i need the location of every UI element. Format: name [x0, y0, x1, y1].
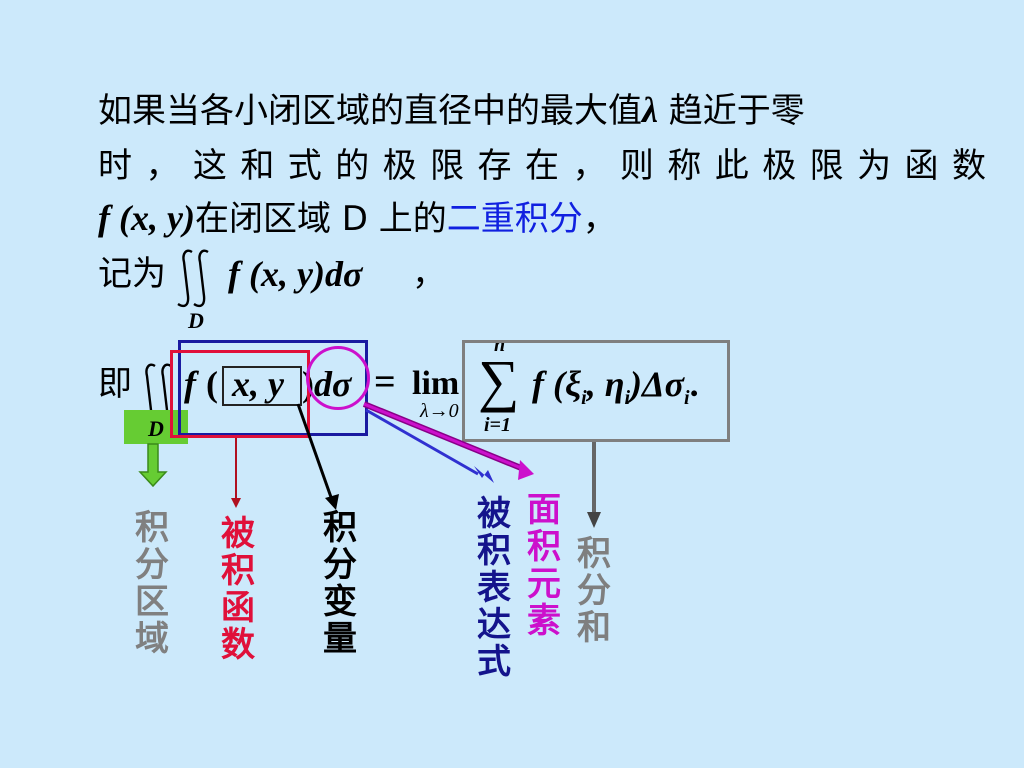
formula-lim: lim: [412, 365, 460, 402]
sum-expression: f (ξi, ηi)Δσi.: [532, 362, 699, 420]
line3-mid: 在闭区域: [194, 199, 331, 239]
sum-delta-sigma: )Δσ: [630, 364, 685, 404]
lambda-symbol: λ: [642, 90, 658, 130]
text-line-3: f (x, y)在闭区域 D 上的二重积分，: [98, 196, 617, 241]
line3-domain-d: D: [341, 199, 368, 239]
text-line-4-prefix: 记为: [98, 254, 166, 294]
line1-tail: 趋近于零: [668, 91, 805, 131]
text-line-1: 如果当各小闭区域的直径中的最大值λ 趋近于零: [98, 88, 805, 133]
double-integral-link[interactable]: 二重积分: [446, 199, 583, 239]
label-integrand-function: 被积函数: [221, 514, 255, 665]
sum-eta-index: i: [624, 387, 631, 410]
label-integral-sum: 积分和: [577, 534, 611, 648]
line3-tail: 上的: [378, 199, 447, 239]
integral-sum-box: [462, 340, 730, 442]
domain-arrow: [138, 443, 168, 488]
formula-period: .: [689, 364, 699, 404]
sum-upper-limit: n: [494, 334, 506, 356]
formula-f: f: [184, 364, 196, 404]
domain-box: [124, 410, 188, 444]
variable-arrow: [296, 403, 334, 501]
sum-eta: , η: [586, 364, 625, 404]
expression-arrow: [365, 408, 479, 476]
variables-box: [222, 366, 302, 406]
integrand-function-box: [170, 350, 310, 438]
sum-sigma-index: i: [684, 387, 690, 410]
integral-subscript-d-1: D: [188, 308, 204, 333]
line1-text: 如果当各小闭区域的直径中的最大值: [98, 91, 642, 131]
sigma-sum-icon: ∑: [478, 348, 520, 413]
sum-f-xi: f (ξ: [532, 364, 582, 404]
line3-comma: ，: [582, 199, 617, 239]
label-integrand-expression: 被积表达式: [477, 494, 511, 682]
function-fxy: f (x, y): [98, 198, 195, 238]
formula-prefix: 即: [98, 364, 132, 404]
area-element-circle: [306, 346, 370, 410]
sum-lower-limit: i=1: [484, 414, 511, 436]
formula-lim-subscript: λ→0: [420, 400, 459, 422]
label-integration-variable: 积分变量: [323, 508, 357, 659]
label-area-element: 面积元素: [527, 490, 561, 641]
double-integral-sign-1: [177, 249, 209, 308]
text-line-2: 时，这和式的极限存在，则称此极限为函数: [98, 146, 988, 186]
integral-subscript-d-2: D: [148, 416, 164, 441]
sum-xi-index: i: [581, 387, 587, 410]
line4-comma: ，: [412, 254, 446, 294]
label-integration-domain: 积分区域: [135, 508, 169, 659]
formula-lparen: (: [206, 364, 218, 404]
formula-xy: x, y: [232, 364, 284, 404]
line4-expression: f (x, y)dσ: [228, 254, 363, 294]
formula-equals: =: [374, 361, 396, 403]
